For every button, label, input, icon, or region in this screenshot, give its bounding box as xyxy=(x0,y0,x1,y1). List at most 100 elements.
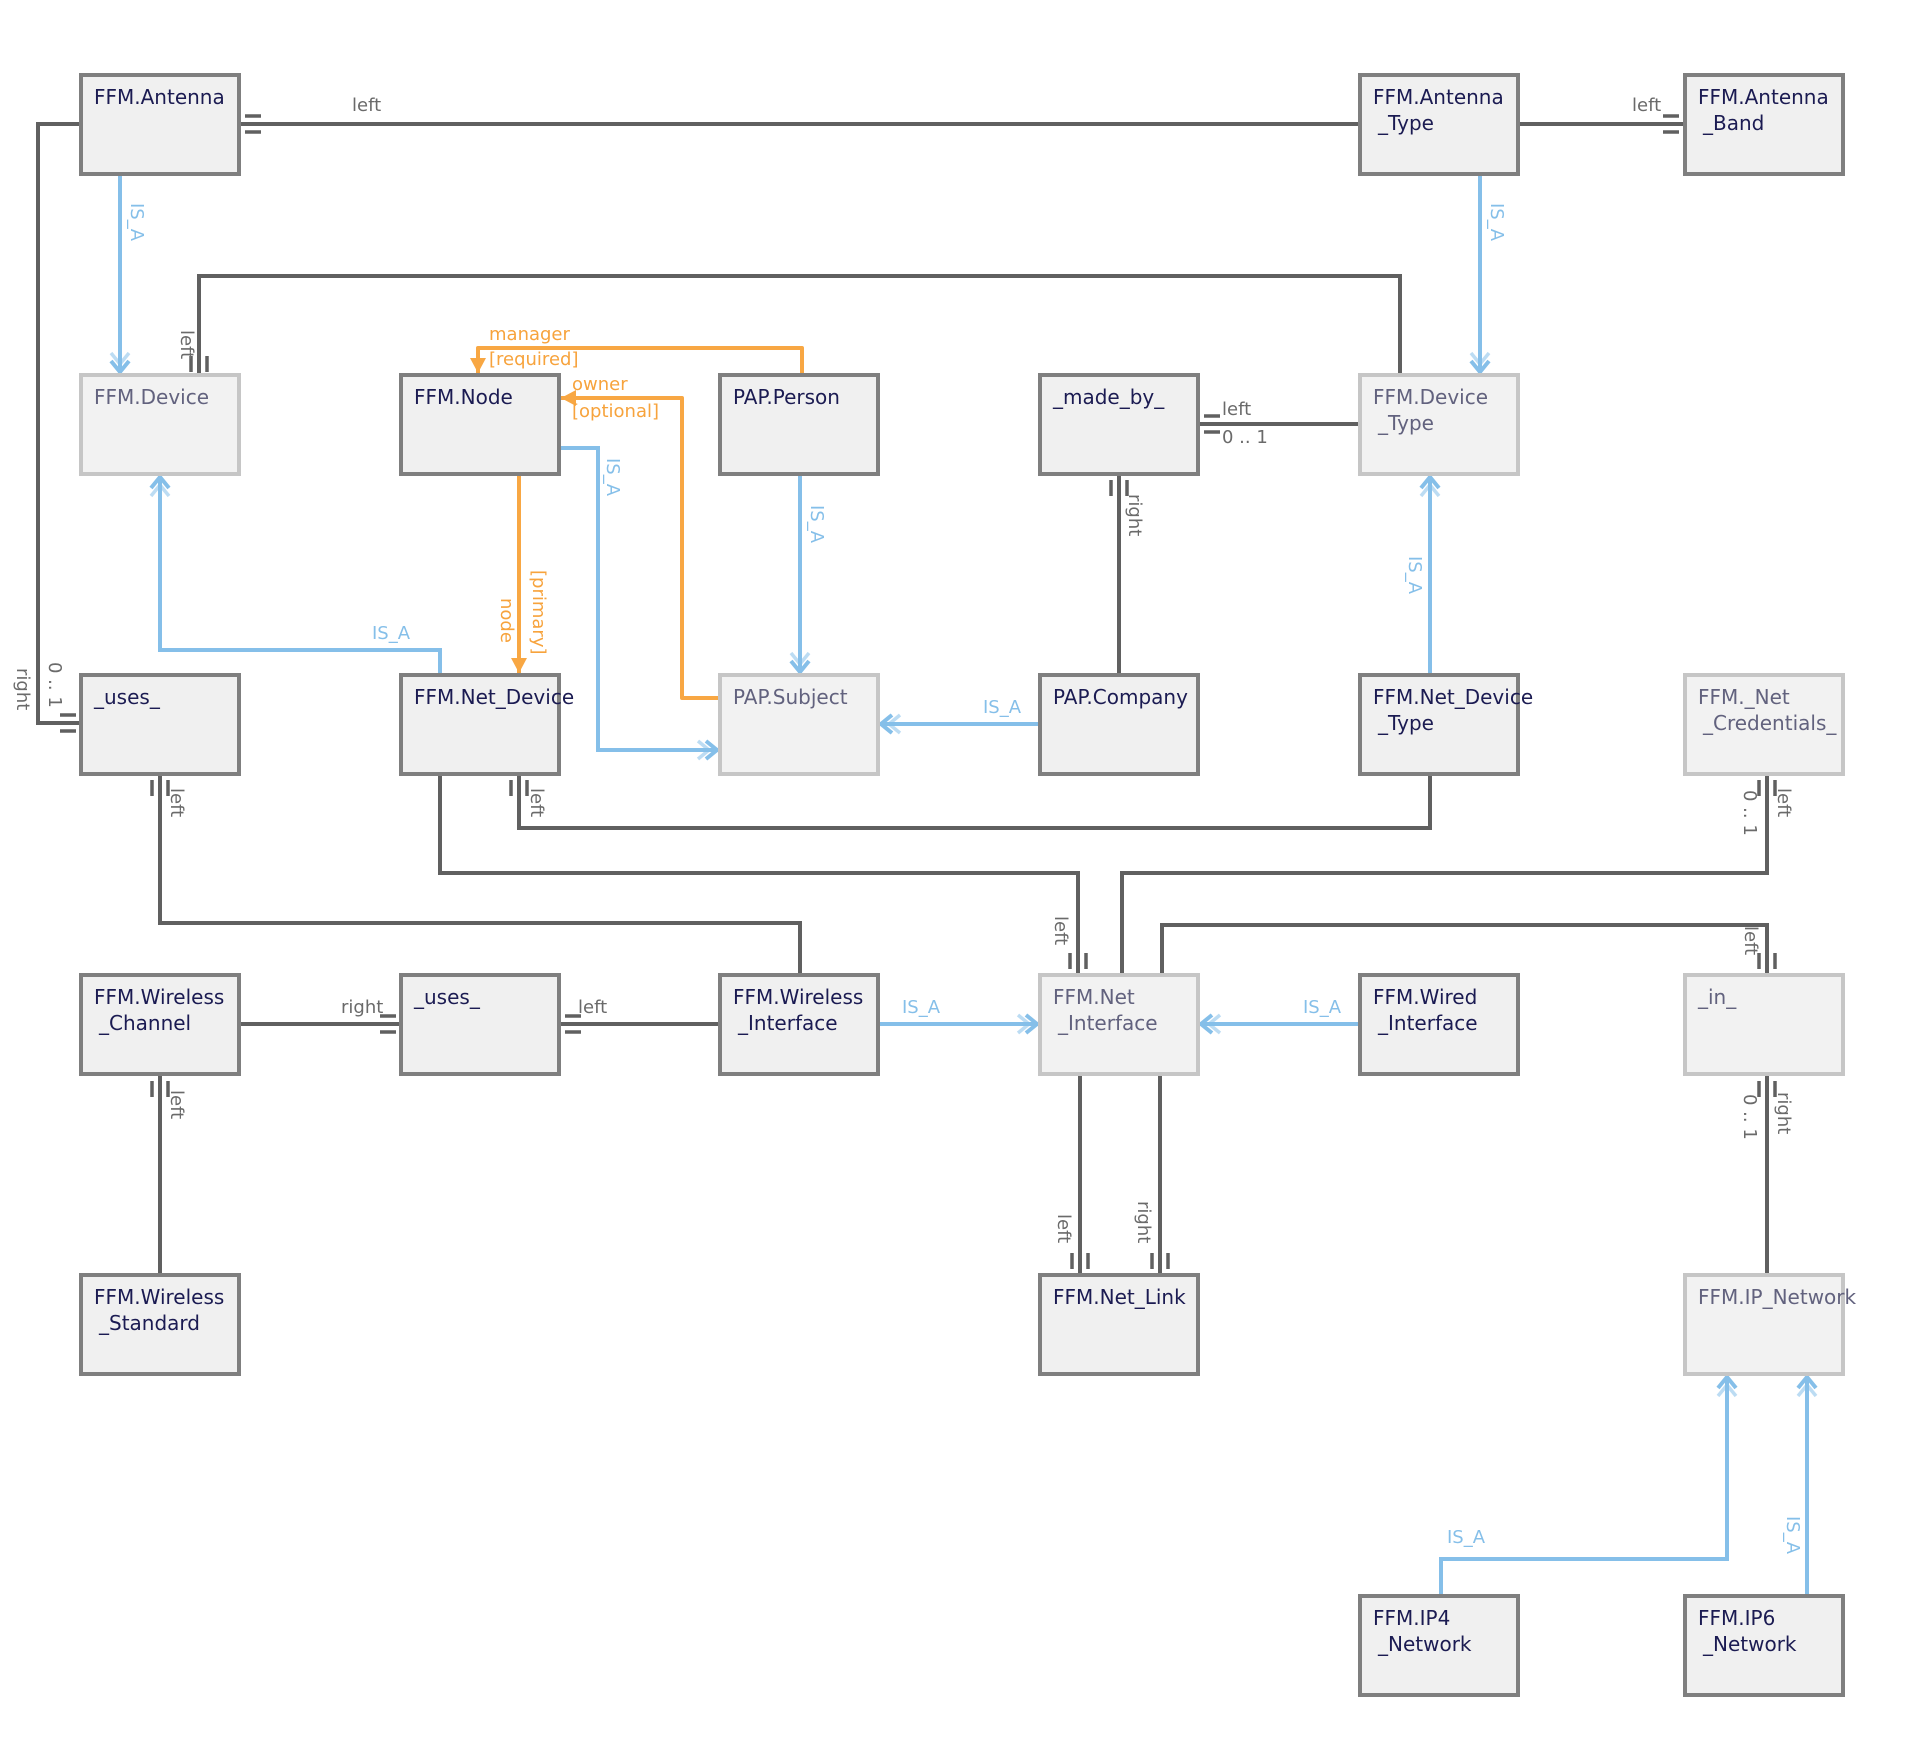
edge-label-isa-antenna-type-device-type: IS_A xyxy=(1486,203,1507,242)
edge-label-isa-wired-interface-net-interface: IS_A xyxy=(1303,997,1342,1018)
edge-label-isa-net-device-device: IS_A xyxy=(372,623,411,644)
edge-label-uses-right-antenna: right xyxy=(12,668,33,711)
edge-label-net-interface-right-net-link: right xyxy=(1133,1201,1154,1244)
entity-box-wireless-interface: FFM.Wireless_Interface xyxy=(718,973,880,1076)
edge-label-net-device-left-net-interface: left xyxy=(1050,916,1071,946)
edge-isa-ip4-network-ip-network xyxy=(1439,1376,1729,1594)
entity-box-subject: PAP.Subject xyxy=(718,673,880,776)
entity-title: _Type xyxy=(1378,411,1434,436)
edge-label-device-left-device-type: left xyxy=(176,330,197,360)
edge-in-left-net-interface xyxy=(1160,923,1769,973)
entity-title: _Type xyxy=(1378,111,1434,136)
entity-box-person: PAP.Person xyxy=(718,373,880,476)
edge-label-attr-node-owner-subject: [optional] xyxy=(572,401,659,422)
isa-arrowhead-icon xyxy=(789,659,811,676)
entity-title: FFM._Net xyxy=(1698,685,1790,709)
entity-title: FFM.IP6 xyxy=(1698,1606,1776,1630)
entity-box-antenna: FFM.Antenna xyxy=(79,73,241,176)
edge-label-attr-node-manager-person: manager xyxy=(489,324,570,345)
edge-label-wireless-channel-right-uses: right xyxy=(341,997,384,1018)
entity-title: FFM.Wired xyxy=(1373,985,1478,1009)
isa-arrowhead-icon xyxy=(1206,1013,1222,1035)
edge-label-net-interface-left-net-link: left xyxy=(1053,1214,1074,1244)
edge-label-antenna-type-left-antenna-band: left xyxy=(1632,95,1662,116)
entity-title: _Credentials_ xyxy=(1703,711,1837,736)
isa-arrowhead-icon xyxy=(1796,1373,1818,1390)
edge-attr-node-owner-subject xyxy=(561,396,718,700)
entity-box-uses-antenna: _uses_ xyxy=(79,673,241,776)
entity-title: FFM.Net_Device xyxy=(1373,685,1534,709)
isa-arrowhead-icon xyxy=(1716,1373,1738,1390)
edge-label-attr-net-device-node: [primary] xyxy=(528,570,549,655)
entity-box-net-interface: FFM.Net_Interface xyxy=(1038,973,1200,1076)
entity-title: _made_by_ xyxy=(1053,385,1165,409)
entity-box-device: FFM.Device xyxy=(79,373,241,476)
entity-box-wireless-standard: FFM.Wireless_Standard xyxy=(79,1273,241,1376)
entity-title: FFM.Net_Device xyxy=(414,685,575,709)
entity-title: _Interface xyxy=(1058,1011,1158,1036)
entity-title: FFM.Net_Link xyxy=(1053,1285,1186,1309)
edge-label-wireless-channel-left-wireless-standard: left xyxy=(166,1090,187,1120)
edge-label-isa-person-subject: IS_A xyxy=(806,505,827,544)
entity-box-company: PAP.Company xyxy=(1038,673,1200,776)
entity-box-in: _in_ xyxy=(1683,973,1845,1076)
entity-box-net-link: FFM.Net_Link xyxy=(1038,1273,1200,1376)
edge-label-uses-right-antenna: 0 .. 1 xyxy=(44,662,65,708)
entity-box-device-type: FFM.Device_Type xyxy=(1358,373,1520,476)
entity-title: FFM.Antenna xyxy=(1698,85,1829,109)
edge-label-isa-company-subject: IS_A xyxy=(983,697,1022,718)
entity-title: PAP.Person xyxy=(733,385,840,409)
isa-arrowhead-icon xyxy=(1197,1013,1214,1035)
entity-box-net-device: FFM.Net_Device xyxy=(399,673,575,776)
entity-box-ip6-network: FFM.IP6_Network xyxy=(1683,1594,1845,1697)
entity-title: _uses_ xyxy=(414,985,480,1009)
edge-label-isa-net-device-type-device-type: IS_A xyxy=(1404,556,1425,595)
entity-title: FFM.Wireless xyxy=(94,985,225,1009)
entity-title: _Interface xyxy=(738,1011,838,1036)
edge-device-left-device-type xyxy=(197,274,1402,373)
isa-arrowhead-icon xyxy=(1024,1013,1041,1035)
entity-title: _Network xyxy=(1378,1632,1472,1657)
isa-arrowhead-icon xyxy=(1469,359,1491,376)
entity-title: _Standard xyxy=(99,1311,200,1336)
entity-box-ip-network: FFM.IP_Network xyxy=(1683,1273,1856,1376)
edge-label-in-right-ip-network: right xyxy=(1773,1092,1794,1135)
entity-box-antenna-band: FFM.Antenna_Band xyxy=(1683,73,1845,176)
edge-uses-right-antenna xyxy=(36,122,79,725)
isa-arrowhead-icon xyxy=(109,351,131,367)
entity-title: _uses_ xyxy=(94,685,160,709)
entity-title: FFM.Antenna xyxy=(94,85,225,109)
entity-title: _Interface xyxy=(1378,1011,1478,1036)
entity-title: PAP.Subject xyxy=(733,685,848,709)
entity-title: FFM.Wireless xyxy=(94,1285,225,1309)
entity-box-net-device-type: FFM.Net_Device_Type xyxy=(1358,673,1534,776)
edge-label-isa-ip6-network-ip-network: IS_A xyxy=(1782,1516,1803,1555)
isa-arrowhead-icon xyxy=(789,651,811,667)
isa-arrowhead-icon xyxy=(886,713,902,735)
isa-arrowhead-icon xyxy=(704,739,721,761)
entity-box-antenna-type: FFM.Antenna_Type xyxy=(1358,73,1520,176)
edge-label-antenna-left-antenna-type: left xyxy=(352,95,382,116)
entity-title: PAP.Company xyxy=(1053,685,1188,709)
isa-arrowhead-icon xyxy=(1419,473,1441,490)
isa-arrowhead-icon xyxy=(149,473,171,490)
edge-label-in-left-net-interface: left xyxy=(1740,926,1761,956)
attribute-arrowhead-icon xyxy=(470,358,486,373)
isa-arrowhead-icon xyxy=(109,359,131,376)
entity-box-ip4-network: FFM.IP4_Network xyxy=(1358,1594,1520,1697)
edge-label-isa-node-subject: IS_A xyxy=(602,458,623,497)
isa-arrowhead-icon xyxy=(877,713,894,735)
edge-label-in-right-ip-network: 0 .. 1 xyxy=(1739,1094,1760,1140)
isa-arrowhead-icon xyxy=(696,739,712,761)
edge-label-isa-antenna-device: IS_A xyxy=(126,203,147,242)
entity-title: FFM.Node xyxy=(414,385,513,409)
entity-title: FFM.Device xyxy=(94,385,210,409)
edge-net-device-left-net-device-type xyxy=(517,776,1432,830)
entity-title: FFM.Device xyxy=(1373,385,1489,409)
edge-uses-left-wireless-interface xyxy=(158,776,802,973)
attribute-arrowhead-icon xyxy=(511,658,527,673)
entity-title: _Band xyxy=(1703,111,1765,136)
isa-arrowhead-icon xyxy=(1469,351,1491,367)
edge-label-made-by-left-device-type: left xyxy=(1222,399,1252,420)
